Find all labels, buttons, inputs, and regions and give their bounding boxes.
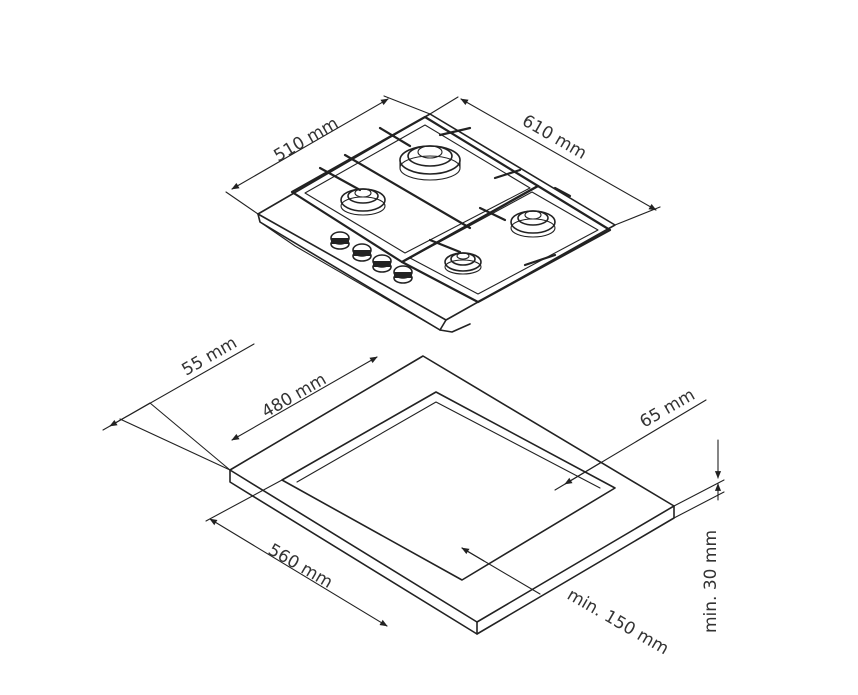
cutout-inner-edge <box>296 401 601 489</box>
depth-560-dimension <box>205 479 388 627</box>
hob-depth-dimension <box>429 96 661 226</box>
countertop-drawing: 55 mm 480 mm 65 mm 560 mm min. 150 mm <box>102 333 725 659</box>
hob-drawing: 510 mm 610 mm <box>225 95 661 333</box>
hob-burner-left <box>340 188 386 216</box>
clearance-150-label: min. 150 mm <box>564 585 673 659</box>
clearance-150-dimension <box>461 547 541 595</box>
thickness-30-dimension <box>673 439 725 519</box>
hob-control-knobs <box>330 231 413 284</box>
hob-burner-right <box>510 210 556 238</box>
margin-55-dimension <box>102 343 255 471</box>
depth-560-label: 560 mm <box>265 540 336 593</box>
margin-65-label: 65 mm <box>637 385 699 432</box>
hob-burner-front <box>444 252 482 275</box>
cutout-hole <box>281 391 616 581</box>
width-480-dimension <box>231 356 378 441</box>
hob-burner-large <box>399 145 461 181</box>
hob-width-label: 510 mm <box>271 114 342 167</box>
margin-65-dimension <box>554 399 707 491</box>
hob-width-dimension <box>225 95 431 215</box>
width-480-label: 480 mm <box>259 370 330 423</box>
thickness-30-label: min. 30 mm <box>701 530 721 633</box>
